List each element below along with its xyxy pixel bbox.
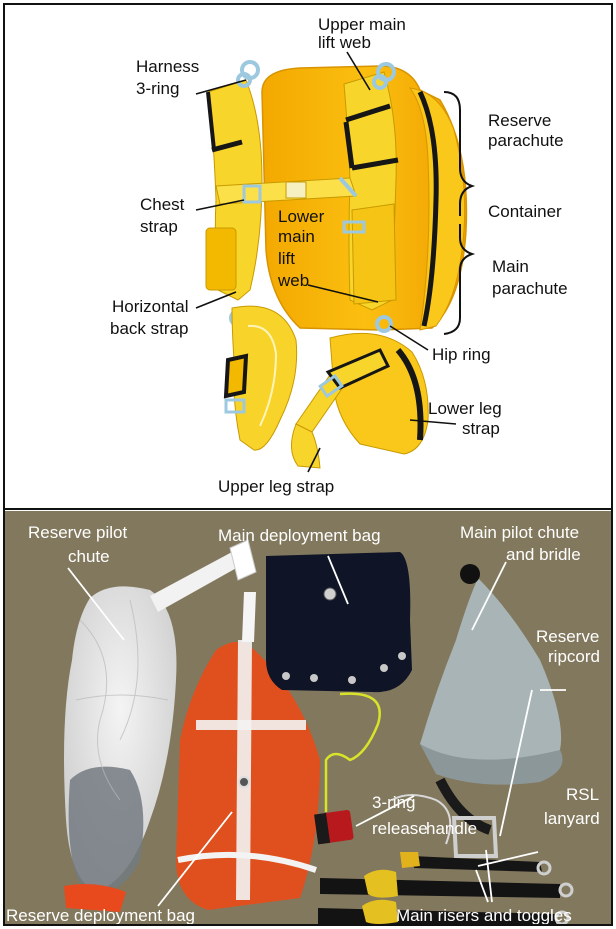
label-main-risers-and-toggles: Main risers and toggles [396, 906, 572, 925]
main-toggle-upper [364, 870, 398, 898]
rsl-lanyard-tab [400, 852, 420, 868]
photo-panel: Reserve pilot chute Main deployment bag … [4, 511, 612, 926]
label-main-deployment-bag: Main deployment bag [218, 526, 381, 545]
main-pilot-chute-handle [460, 564, 480, 584]
label-reserve-parachute: Reserve parachute [488, 111, 564, 150]
right-lower-lift-web [352, 204, 396, 304]
label-reserve-deployment-bag: Reserve deployment bag [6, 906, 195, 925]
main-deployment-bag [266, 552, 412, 692]
main-toggle-lower [362, 900, 398, 924]
reserve-bag-grommet [239, 777, 249, 787]
reserve-bag-center-stripe [236, 640, 252, 900]
left-side-pocket [206, 228, 236, 290]
label-upper-leg-strap: Upper leg strap [218, 477, 334, 496]
reserve-bag-cross-stripe [196, 720, 306, 730]
left-leg-adjuster-black [226, 356, 246, 396]
diagram-panel: Upper main lift web Harness 3-ring Reser… [4, 4, 612, 509]
label-hip-ring: Hip ring [432, 345, 491, 364]
label-container: Container [488, 202, 562, 221]
main-bag-grommet [324, 588, 336, 600]
chest-strap-keeper [286, 182, 306, 198]
reserve-bag-bridle-tab [242, 592, 256, 642]
label-handle: handle [426, 819, 477, 838]
